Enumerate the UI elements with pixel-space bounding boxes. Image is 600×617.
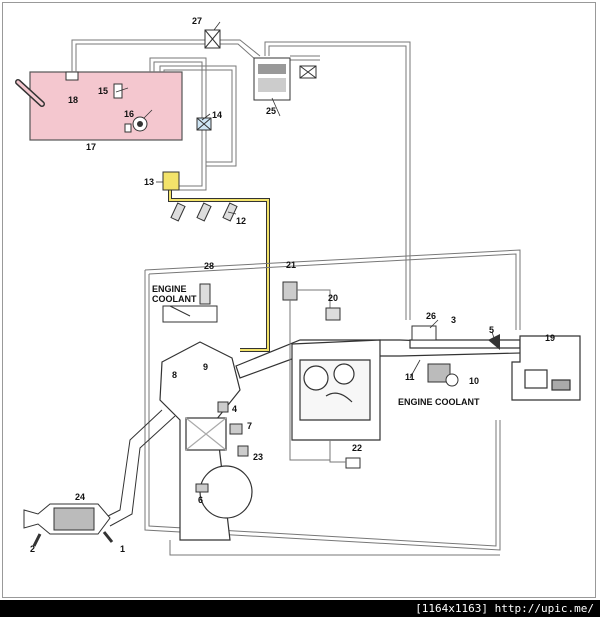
coolant-sensor-box [162,283,218,323]
sensor-20 [325,307,341,321]
sensor-23 [237,445,249,457]
engine-block [159,341,253,541]
callout-10: 10 [469,376,480,386]
callout-19: 19 [545,333,556,343]
callout-16: 16 [124,109,135,119]
callout-1: 1 [120,544,126,554]
fuel-tank [15,71,183,141]
throttle-body [411,325,459,387]
intake-plenum [235,339,561,441]
callout-20: 20 [328,293,339,303]
watermark-bar: [1164x1163] http://upic.me/ [0,600,600,617]
callout-25: 25 [266,106,277,116]
callout-13: 13 [144,177,155,187]
valve-21 [282,281,331,461]
callout-7: 7 [247,421,253,431]
engine-coolant-left-line1: ENGINE [152,284,187,294]
engine-coolant-left-line2: COOLANT [152,294,197,304]
valve-14 [196,117,212,131]
callout-12: 12 [236,216,247,226]
valve-27 [204,29,221,49]
engine-coolant-right: ENGINE COOLANT [398,397,480,407]
injectors [170,202,238,222]
callout-6: 6 [198,495,204,505]
callout-18: 18 [68,95,79,105]
callout-24: 24 [75,492,86,502]
callout-26: 26 [426,311,437,321]
callout-17: 17 [86,142,97,152]
fuel-rail [168,190,270,352]
sensor-7 [229,423,243,435]
callout-9: 9 [203,362,209,372]
callout-11: 11 [405,372,415,382]
sensor-4 [217,401,229,413]
callout-5: 5 [489,325,495,335]
callout-14: 14 [212,110,223,120]
callout-15: 15 [98,86,109,96]
callout-22: 22 [352,443,363,453]
diagram-drawing [15,21,581,556]
charcoal-canister [253,57,317,101]
callout-23: 23 [253,452,264,462]
callout-2: 2 [30,544,36,554]
sensor-5 [488,334,500,350]
callout-21: 21 [286,260,297,270]
sensor-22 [329,440,361,469]
pressure-regulator-13 [162,171,180,191]
callout-28: 28 [204,261,215,271]
callout-27: 27 [192,16,203,26]
callout-3: 3 [451,315,457,325]
sensor-6 [195,483,209,493]
callout-4: 4 [232,404,238,414]
catalytic-converter [23,503,114,547]
callout-8: 8 [172,370,178,380]
